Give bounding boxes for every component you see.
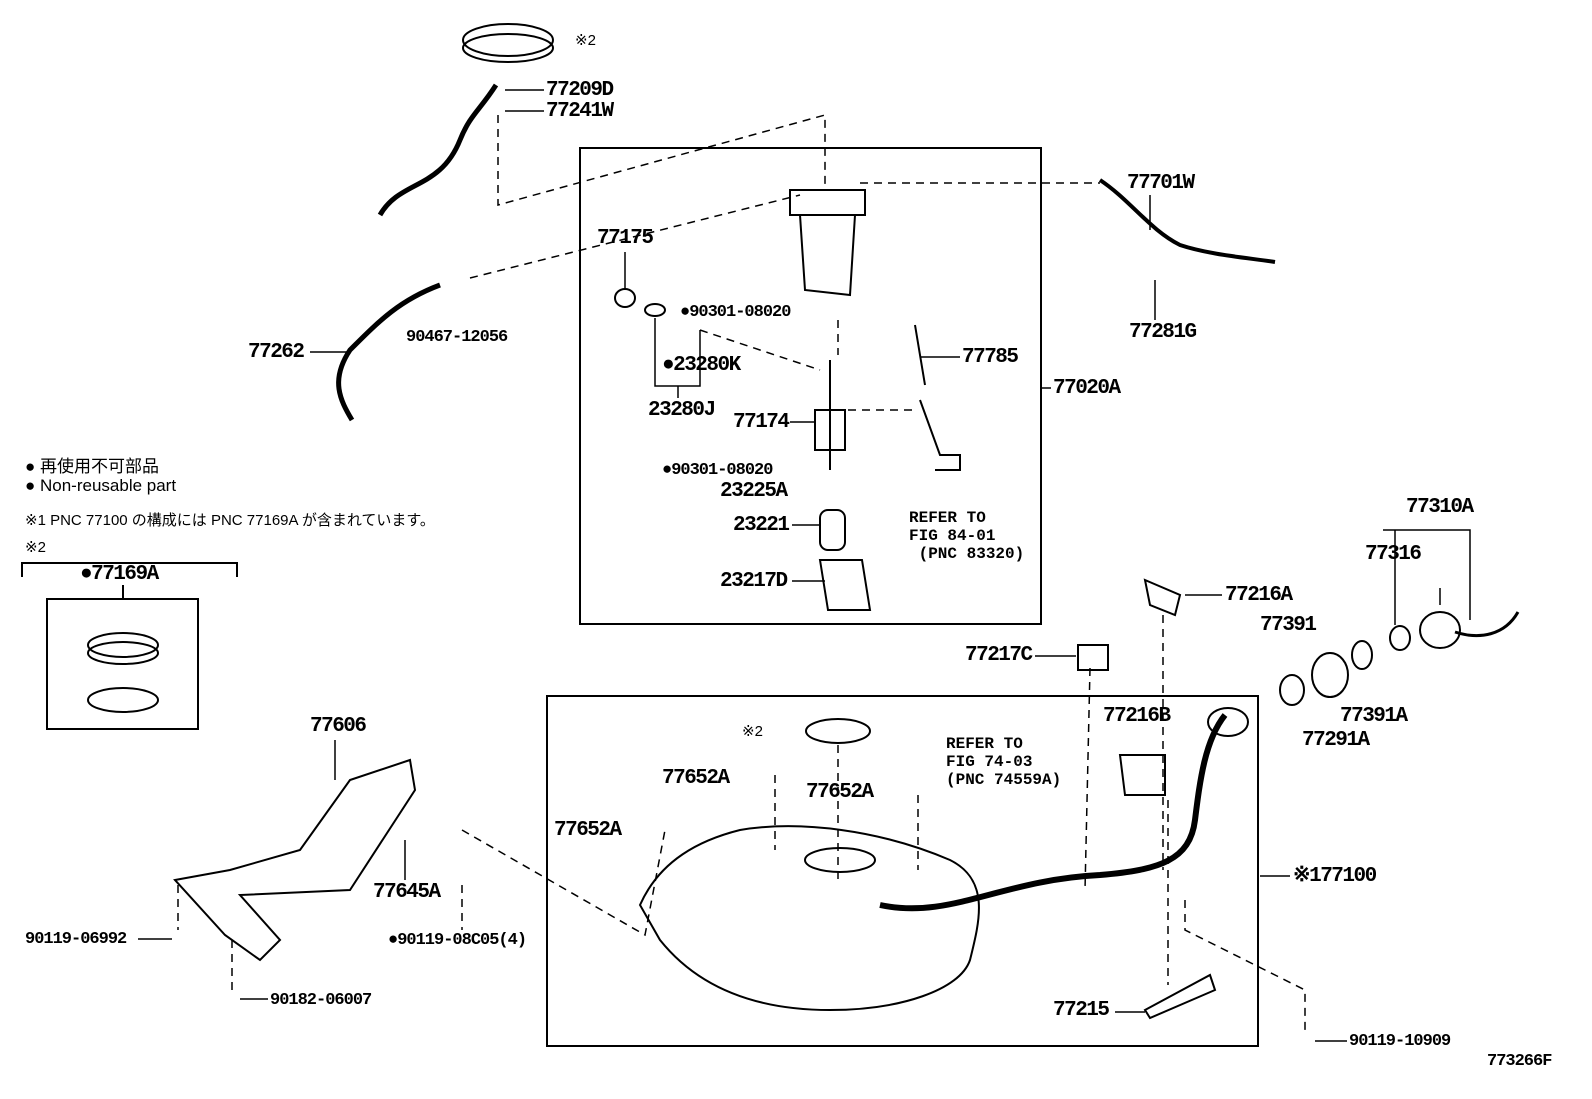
label-77216A: 77216A [1225,584,1293,607]
tube-77701W [1098,178,1276,264]
label-77217C: 77217C [965,644,1033,667]
label-77316: 77316 [1365,543,1422,566]
label-77175: 77175 [597,227,654,250]
label-90301-08020-a: ●90301-08020 [680,303,791,322]
label-77701W: 77701W [1127,172,1195,195]
sender-gauge [914,324,961,471]
fuel-filter [819,509,846,551]
legend-non-reusable-en: ● Non-reusable part [25,476,177,495]
label-77391: 77391 [1260,614,1317,637]
label-77174: 77174 [733,411,790,434]
label-77652A-2: 77652A [806,781,874,804]
hose-77209D [377,83,499,217]
label-90182-06007: 90182-06007 [270,991,372,1010]
fuel-pump-assembly-box [579,147,1042,625]
label-77291A: 77291A [1302,729,1370,752]
label-77391A: 77391A [1340,705,1408,728]
label-77606: 77606 [310,715,367,738]
label-23217D: 23217D [720,570,788,593]
legend-non-reusable-jp: ● 再使用不可部品 [25,457,159,476]
fuel-tank-assembly-box [546,695,1259,1047]
refer-fig-84-01: REFER TO FIG 84-01 (PNC 83320) [909,509,1025,563]
label-90301-08020-b: ●90301-08020 [662,461,773,480]
label-90119-10909: 90119-10909 [1349,1032,1451,1051]
pump-flange [789,189,866,297]
label-77281G: 77281G [1129,321,1197,344]
note2-mark-tank: ※2 [742,723,763,740]
legend-note2: ※2 [25,539,46,556]
protector-77606 [173,758,417,962]
label-90467-12056: 90467-12056 [406,328,508,347]
label-77652A-1: 77652A [662,767,730,790]
hose-77262 [336,282,441,422]
strainer [818,559,872,611]
label-77241W: 77241W [546,100,614,123]
label-23225A: 23225A [720,480,788,503]
label-77100: ※177100 [1293,865,1377,888]
label-77785: 77785 [962,346,1019,369]
label-77215: 77215 [1053,999,1110,1022]
label-77310A: 77310A [1406,496,1474,519]
legend-note1: ※1 PNC 77100 の構成には PNC 77169A が含まれています。 [25,512,435,529]
label-23280K: ●23280K [662,354,741,377]
label-23221: 23221 [733,514,790,537]
note2-bracket [21,562,238,577]
label-77209D: 77209D [546,79,614,102]
label-77645A: 77645A [373,881,441,904]
label-77216B: 77216B [1103,705,1171,728]
hose-77310A [1454,611,1520,637]
refer-fig-74-03: REFER TO FIG 74-03 (PNC 74559A) [946,735,1062,789]
fuel-tank [638,825,980,1012]
figure-id: 773266F [1487,1052,1552,1071]
label-23280J: 23280J [648,399,716,422]
note2-mark: ※2 [575,32,596,49]
label-77262: 77262 [248,341,305,364]
tank-gasket [805,718,871,744]
label-77652A-3: 77652A [554,819,622,842]
label-90119-08C05: ●90119-08C05(4) [388,931,527,950]
label-77169A: ●77169A [80,563,159,586]
label-90119-06992: 90119-06992 [25,930,127,949]
label-77020A: 77020A [1053,377,1121,400]
lock-ring [462,23,554,57]
filler-pipe [879,713,1228,912]
